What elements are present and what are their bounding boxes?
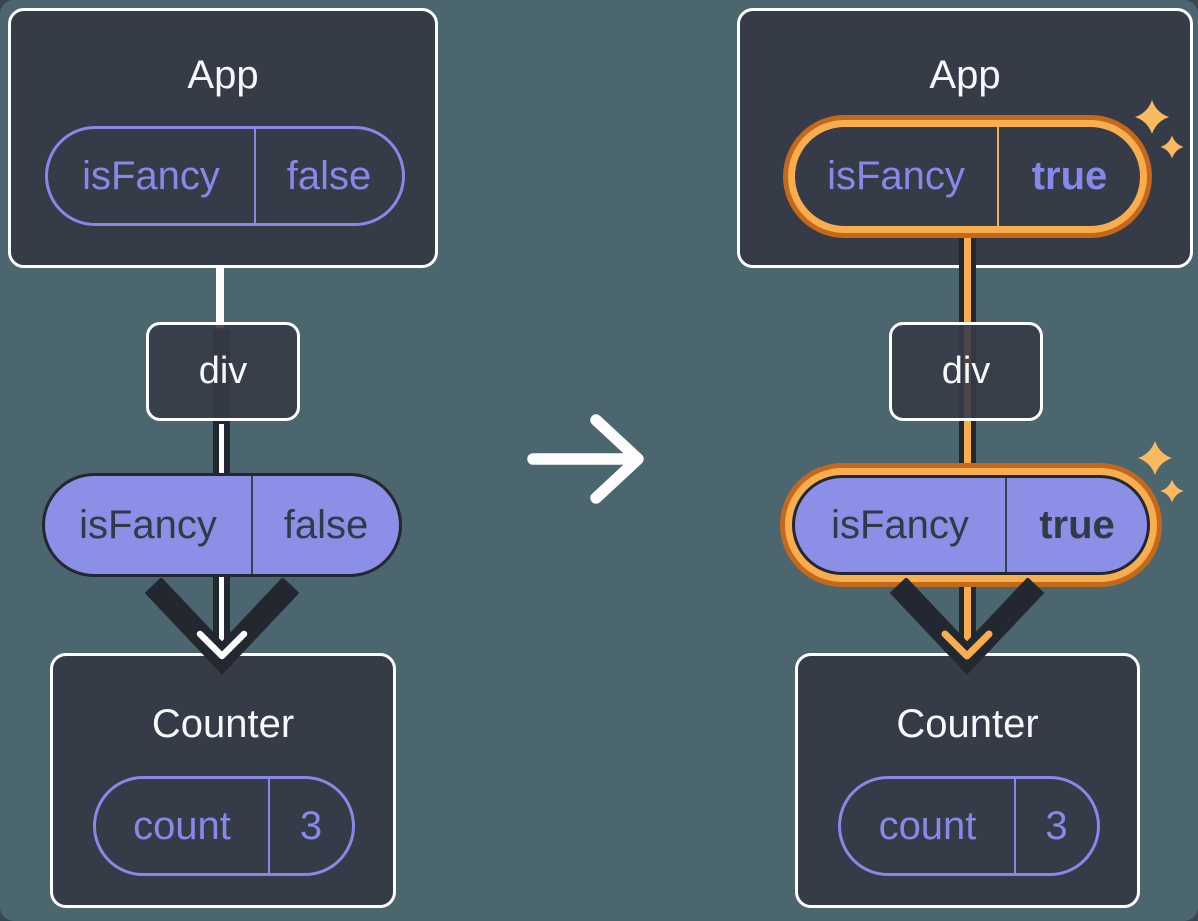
pill-name: isFancy (827, 154, 965, 198)
prop-arrowhead-icon (941, 630, 993, 660)
sparkle-icon (1135, 100, 1184, 159)
div-node-right: div (889, 322, 1043, 421)
div-node-left: div (146, 322, 300, 421)
state-pill: count 3 (838, 776, 1100, 876)
counter-node-left: Counter count 3 (50, 653, 396, 908)
app-node-left: App isFancy false (8, 8, 438, 268)
pill-value: false (251, 476, 399, 574)
pill-value: false (254, 129, 402, 223)
prop-pill-highlighted: isFancy true (795, 127, 1140, 226)
component-title: Counter (896, 702, 1039, 746)
prop-pill: isFancy false (45, 126, 405, 226)
passed-prop-pill: isFancy false (42, 473, 402, 577)
prop-flow-core-line (964, 220, 971, 652)
state-pill: count 3 (93, 776, 355, 876)
pill-value: 3 (1014, 779, 1097, 873)
pill-name: isFancy (82, 153, 220, 198)
transition-right-arrow-icon (527, 414, 644, 504)
passed-prop-pill-highlighted: isFancy true (792, 475, 1150, 575)
pill-value: true (1005, 478, 1147, 572)
pill-name: isFancy (831, 502, 969, 547)
pill-value: 3 (268, 779, 352, 873)
component-title: App (187, 53, 259, 97)
pill-name: count (133, 803, 231, 848)
counter-node-right: Counter count 3 (795, 653, 1140, 908)
pill-name: count (878, 803, 977, 848)
pill-value: true (997, 127, 1140, 226)
sparkle-icon (1138, 441, 1184, 503)
element-title: div (198, 350, 248, 392)
element-title: div (941, 350, 991, 392)
pill-name: isFancy (79, 502, 217, 547)
prop-arrowhead-icon (196, 630, 248, 660)
component-title: Counter (151, 702, 295, 746)
component-title: App (929, 53, 1001, 97)
parent-child-connector (216, 266, 224, 328)
